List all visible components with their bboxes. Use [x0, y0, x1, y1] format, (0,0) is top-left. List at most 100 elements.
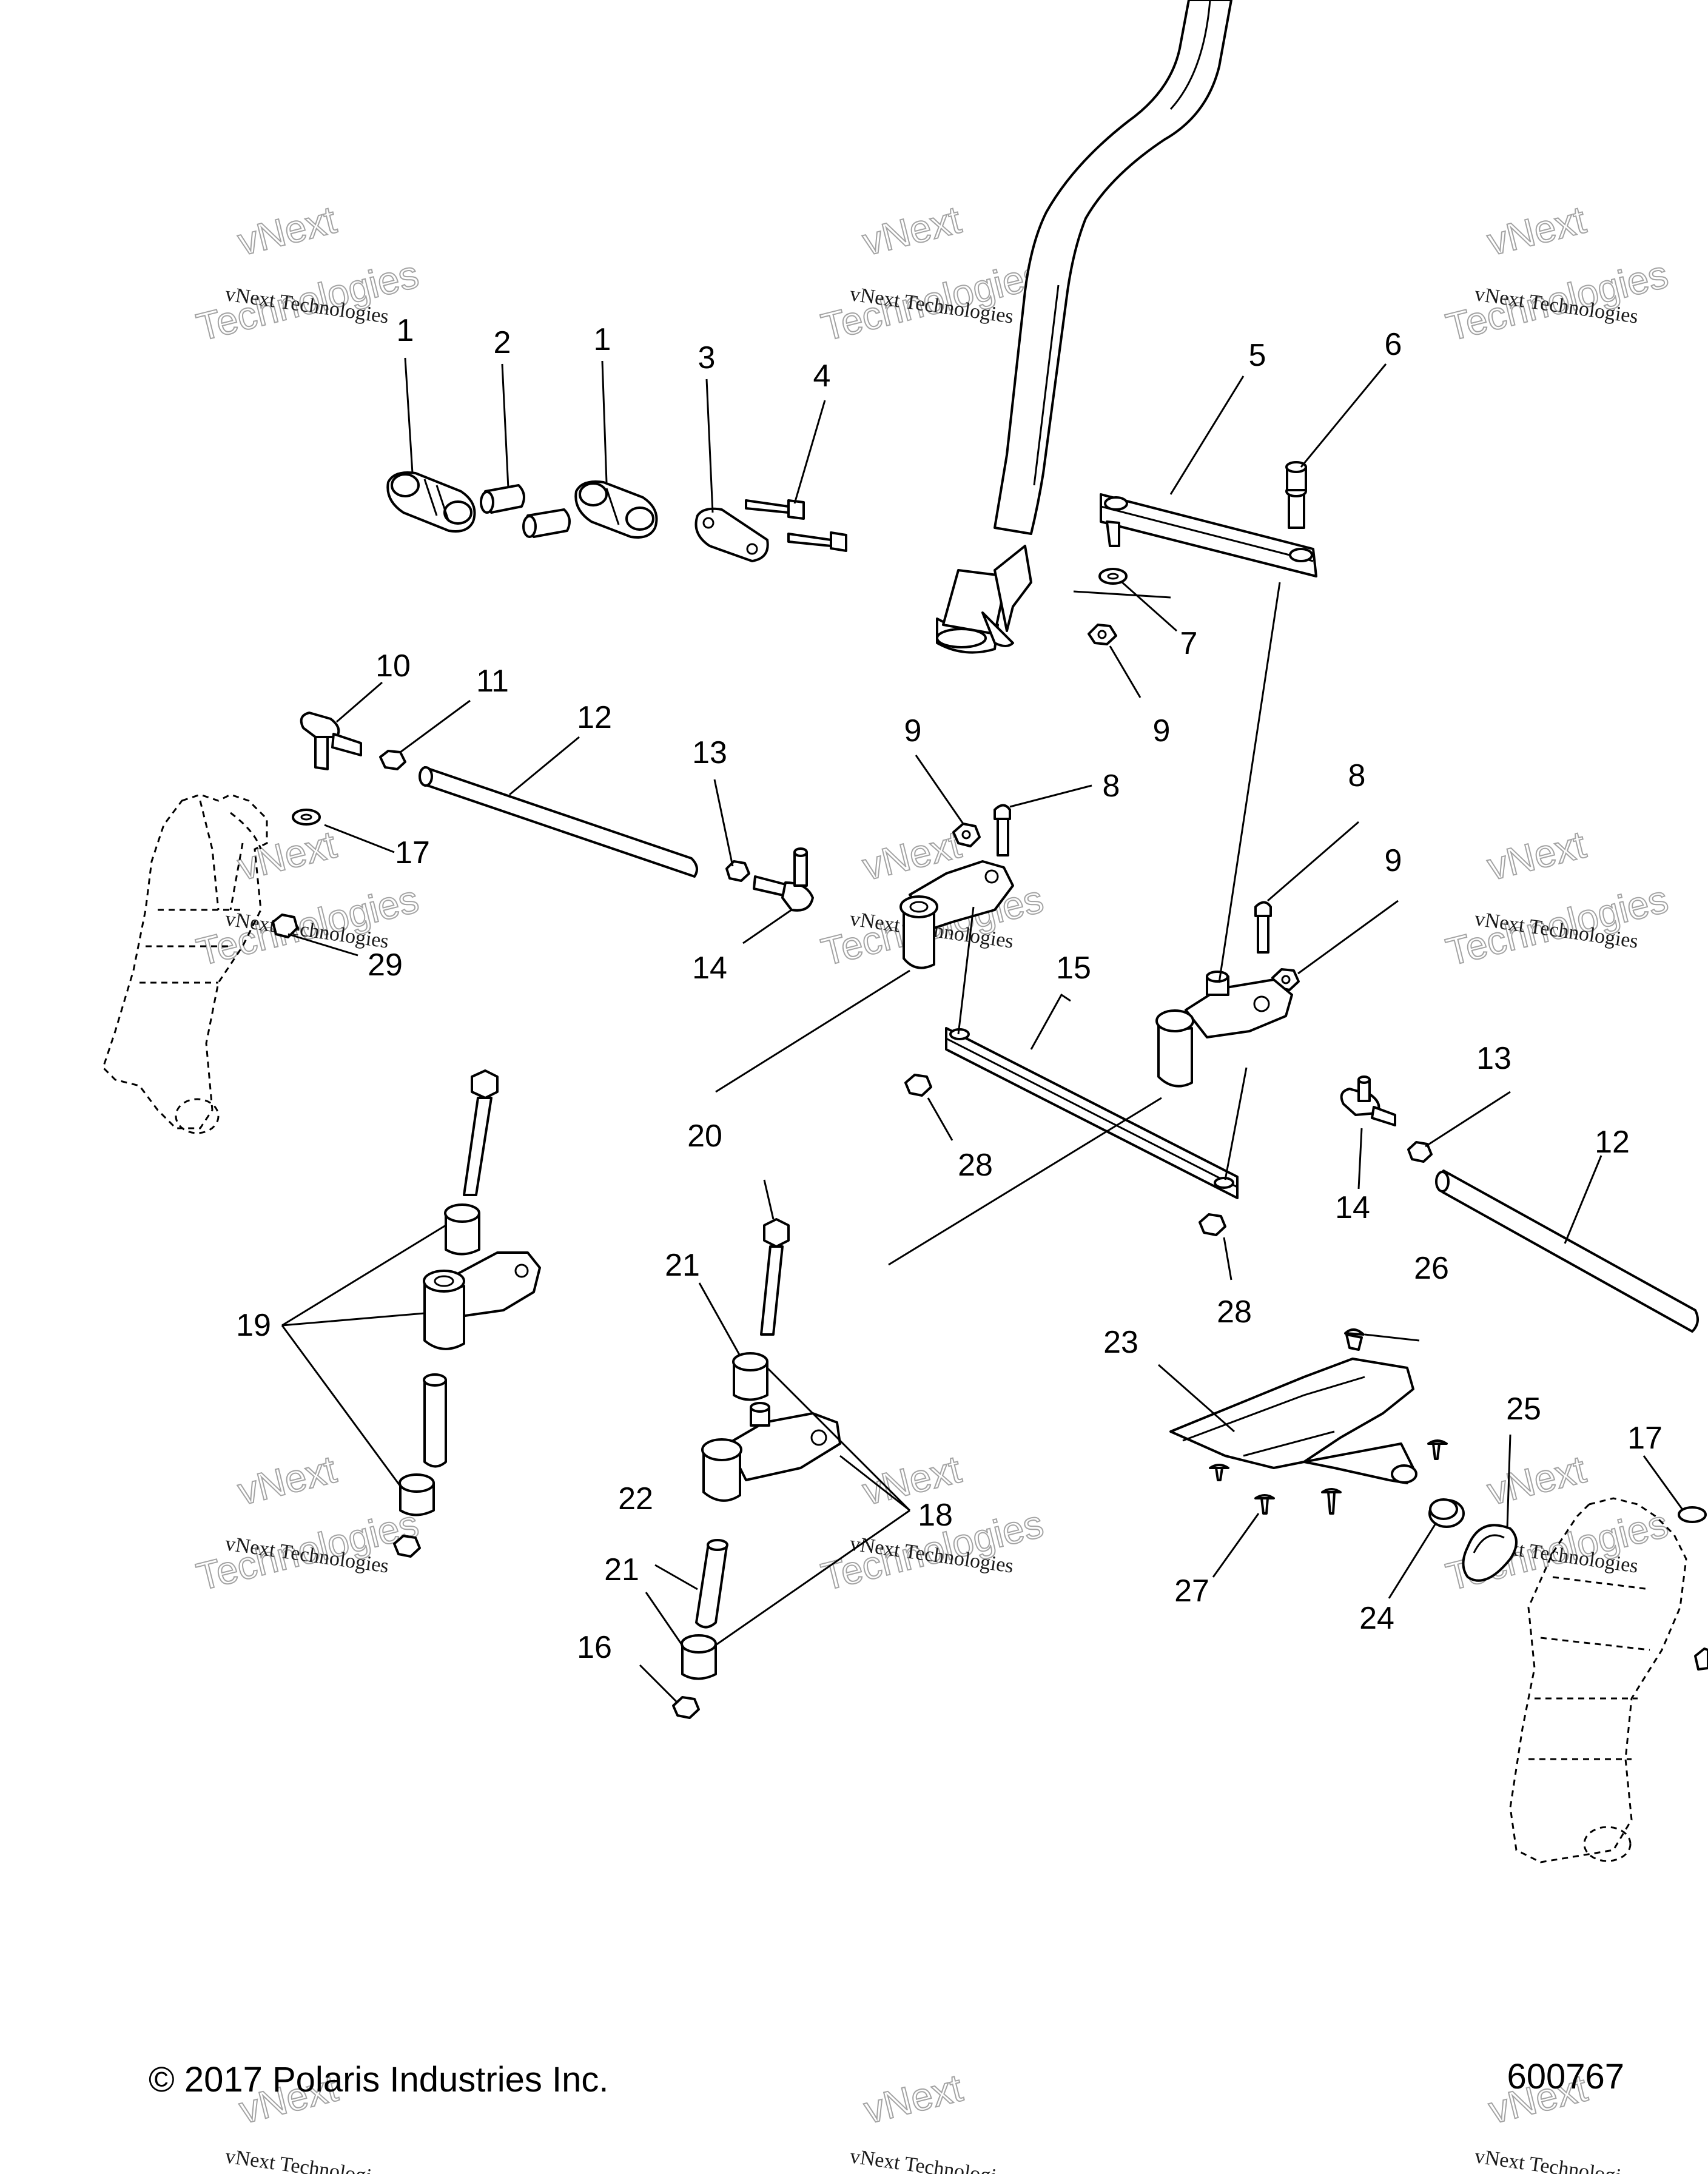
link-plate-part-3	[694, 507, 769, 562]
callout-13: 13	[692, 735, 727, 770]
bushing-part-21	[681, 1634, 717, 1680]
bushing-part-19	[444, 1203, 480, 1256]
callout-29: 29	[368, 947, 403, 983]
idler-arm-part-18	[701, 1402, 841, 1502]
idler-arm-right	[1155, 971, 1293, 1088]
clamp-part-25	[1462, 1524, 1518, 1582]
callout-22: 22	[618, 1481, 653, 1516]
screw-part-27	[1254, 1494, 1275, 1515]
callout-23: 23	[1103, 1325, 1138, 1360]
callout-6: 6	[1385, 327, 1402, 362]
nut-part-28	[904, 1074, 932, 1097]
callout-10: 10	[375, 648, 411, 684]
callout-5: 5	[1249, 338, 1266, 373]
watermark-brand: vNext	[234, 1447, 340, 1513]
bolt-part-20	[760, 1218, 790, 1336]
callout-2: 2	[494, 325, 511, 360]
callout-1: 1	[594, 322, 611, 357]
watermark-brand: vNext	[234, 198, 340, 264]
watermark-brand: vNext	[234, 823, 340, 889]
callout-7: 7	[1180, 626, 1198, 661]
jam-nut-part-13	[1407, 1141, 1433, 1163]
sleeve-part-22	[695, 1539, 728, 1629]
pitman-arm-part-19	[423, 1251, 541, 1350]
callout-4: 4	[813, 358, 831, 394]
clamp-part-1	[386, 471, 476, 533]
callout-12: 12	[1595, 1125, 1630, 1160]
spindle-knuckle-left	[102, 793, 268, 1134]
nut-part-9	[1088, 624, 1117, 645]
copyright-text: © 2017 Polaris Industries Inc.	[149, 2060, 609, 2099]
bolt-shaft-left	[463, 1069, 499, 1196]
callout-16: 16	[577, 1630, 612, 1665]
screw-part-26	[1344, 1328, 1365, 1351]
tie-rod-end-part-14	[753, 847, 814, 912]
callout-8: 8	[1103, 769, 1120, 804]
watermark-text: vNext Technologies	[849, 2145, 1015, 2174]
cap-screw-part-6	[1285, 461, 1307, 529]
drag-link-part-5	[1100, 493, 1317, 577]
tie-rod-end-part-14	[1340, 1075, 1396, 1126]
callout-28: 28	[958, 1148, 993, 1183]
callout-21: 21	[665, 1248, 700, 1283]
nut-part-29	[1694, 1647, 1708, 1671]
callout-17: 17	[395, 835, 430, 870]
callout-27: 27	[1174, 1573, 1209, 1609]
spacer-part-2	[522, 508, 571, 538]
watermark-text: vNext Technologies	[1473, 2145, 1639, 2174]
nut-part-9	[952, 823, 981, 847]
callout-8: 8	[1348, 758, 1366, 793]
callout-24: 24	[1359, 1601, 1394, 1636]
spindle-knuckle-right	[1509, 1497, 1687, 1863]
callout-17: 17	[1627, 1421, 1663, 1456]
bushing-part-19	[398, 1473, 435, 1516]
cover-part-23	[1169, 1358, 1417, 1484]
nut-bottom-left	[393, 1535, 421, 1558]
callout-9: 9	[1385, 843, 1402, 878]
watermark-brand: vNext	[1483, 1447, 1590, 1513]
bolt-part-4	[745, 499, 847, 552]
watermark-brand: vNext	[860, 2065, 967, 2132]
pitman-arm-upper	[899, 860, 1014, 969]
watermark-brand: vNext	[858, 198, 965, 264]
screw-part-27	[1209, 1464, 1229, 1481]
diagram-id: 600767	[1507, 2057, 1624, 2096]
callout-20: 20	[687, 1119, 722, 1154]
sleeve-part-19	[423, 1373, 447, 1468]
grommet-part-24	[1428, 1498, 1465, 1528]
screw-part-27	[1427, 1439, 1448, 1460]
callout-28: 28	[1217, 1294, 1252, 1330]
steering-column-shaft	[936, 0, 1232, 654]
callout-21: 21	[604, 1552, 639, 1587]
callout-14: 14	[1335, 1190, 1370, 1225]
callout-25: 25	[1506, 1392, 1541, 1427]
bolt-part-8	[1254, 901, 1272, 954]
callout-12: 12	[577, 700, 612, 735]
watermark-brand: vNext	[1483, 198, 1590, 264]
spacer-part-2	[480, 484, 525, 514]
callout-11: 11	[476, 664, 509, 699]
washer-part-7	[1073, 568, 1171, 599]
jam-nut-part-13	[725, 860, 750, 882]
callout-3: 3	[698, 340, 716, 375]
bushing-part-21	[732, 1352, 768, 1401]
callout-1: 1	[397, 313, 414, 348]
leader-lines	[281, 357, 1684, 1703]
tie-rod-part-12	[419, 766, 698, 878]
tie-rod-part-12	[1435, 1169, 1699, 1333]
callout-13: 13	[1476, 1041, 1511, 1076]
callout-14: 14	[692, 951, 727, 986]
clamp-part-1	[574, 480, 658, 539]
callout-9: 9	[1153, 713, 1171, 749]
callout-9: 9	[904, 713, 922, 749]
nut-part-16	[672, 1696, 700, 1719]
center-link-part-15	[945, 1027, 1239, 1199]
callout-labels: 1 2 1 3 4 5 6 7 9 10 11 12 13 17 29 14 9…	[236, 313, 1663, 1665]
callout-18: 18	[918, 1498, 953, 1533]
screw-part-27	[1321, 1488, 1342, 1515]
callout-19: 19	[236, 1308, 271, 1343]
callout-26: 26	[1414, 1251, 1449, 1286]
tie-rod-end-part-10	[300, 712, 362, 770]
watermark-text: vNext Technologies	[224, 2145, 390, 2174]
